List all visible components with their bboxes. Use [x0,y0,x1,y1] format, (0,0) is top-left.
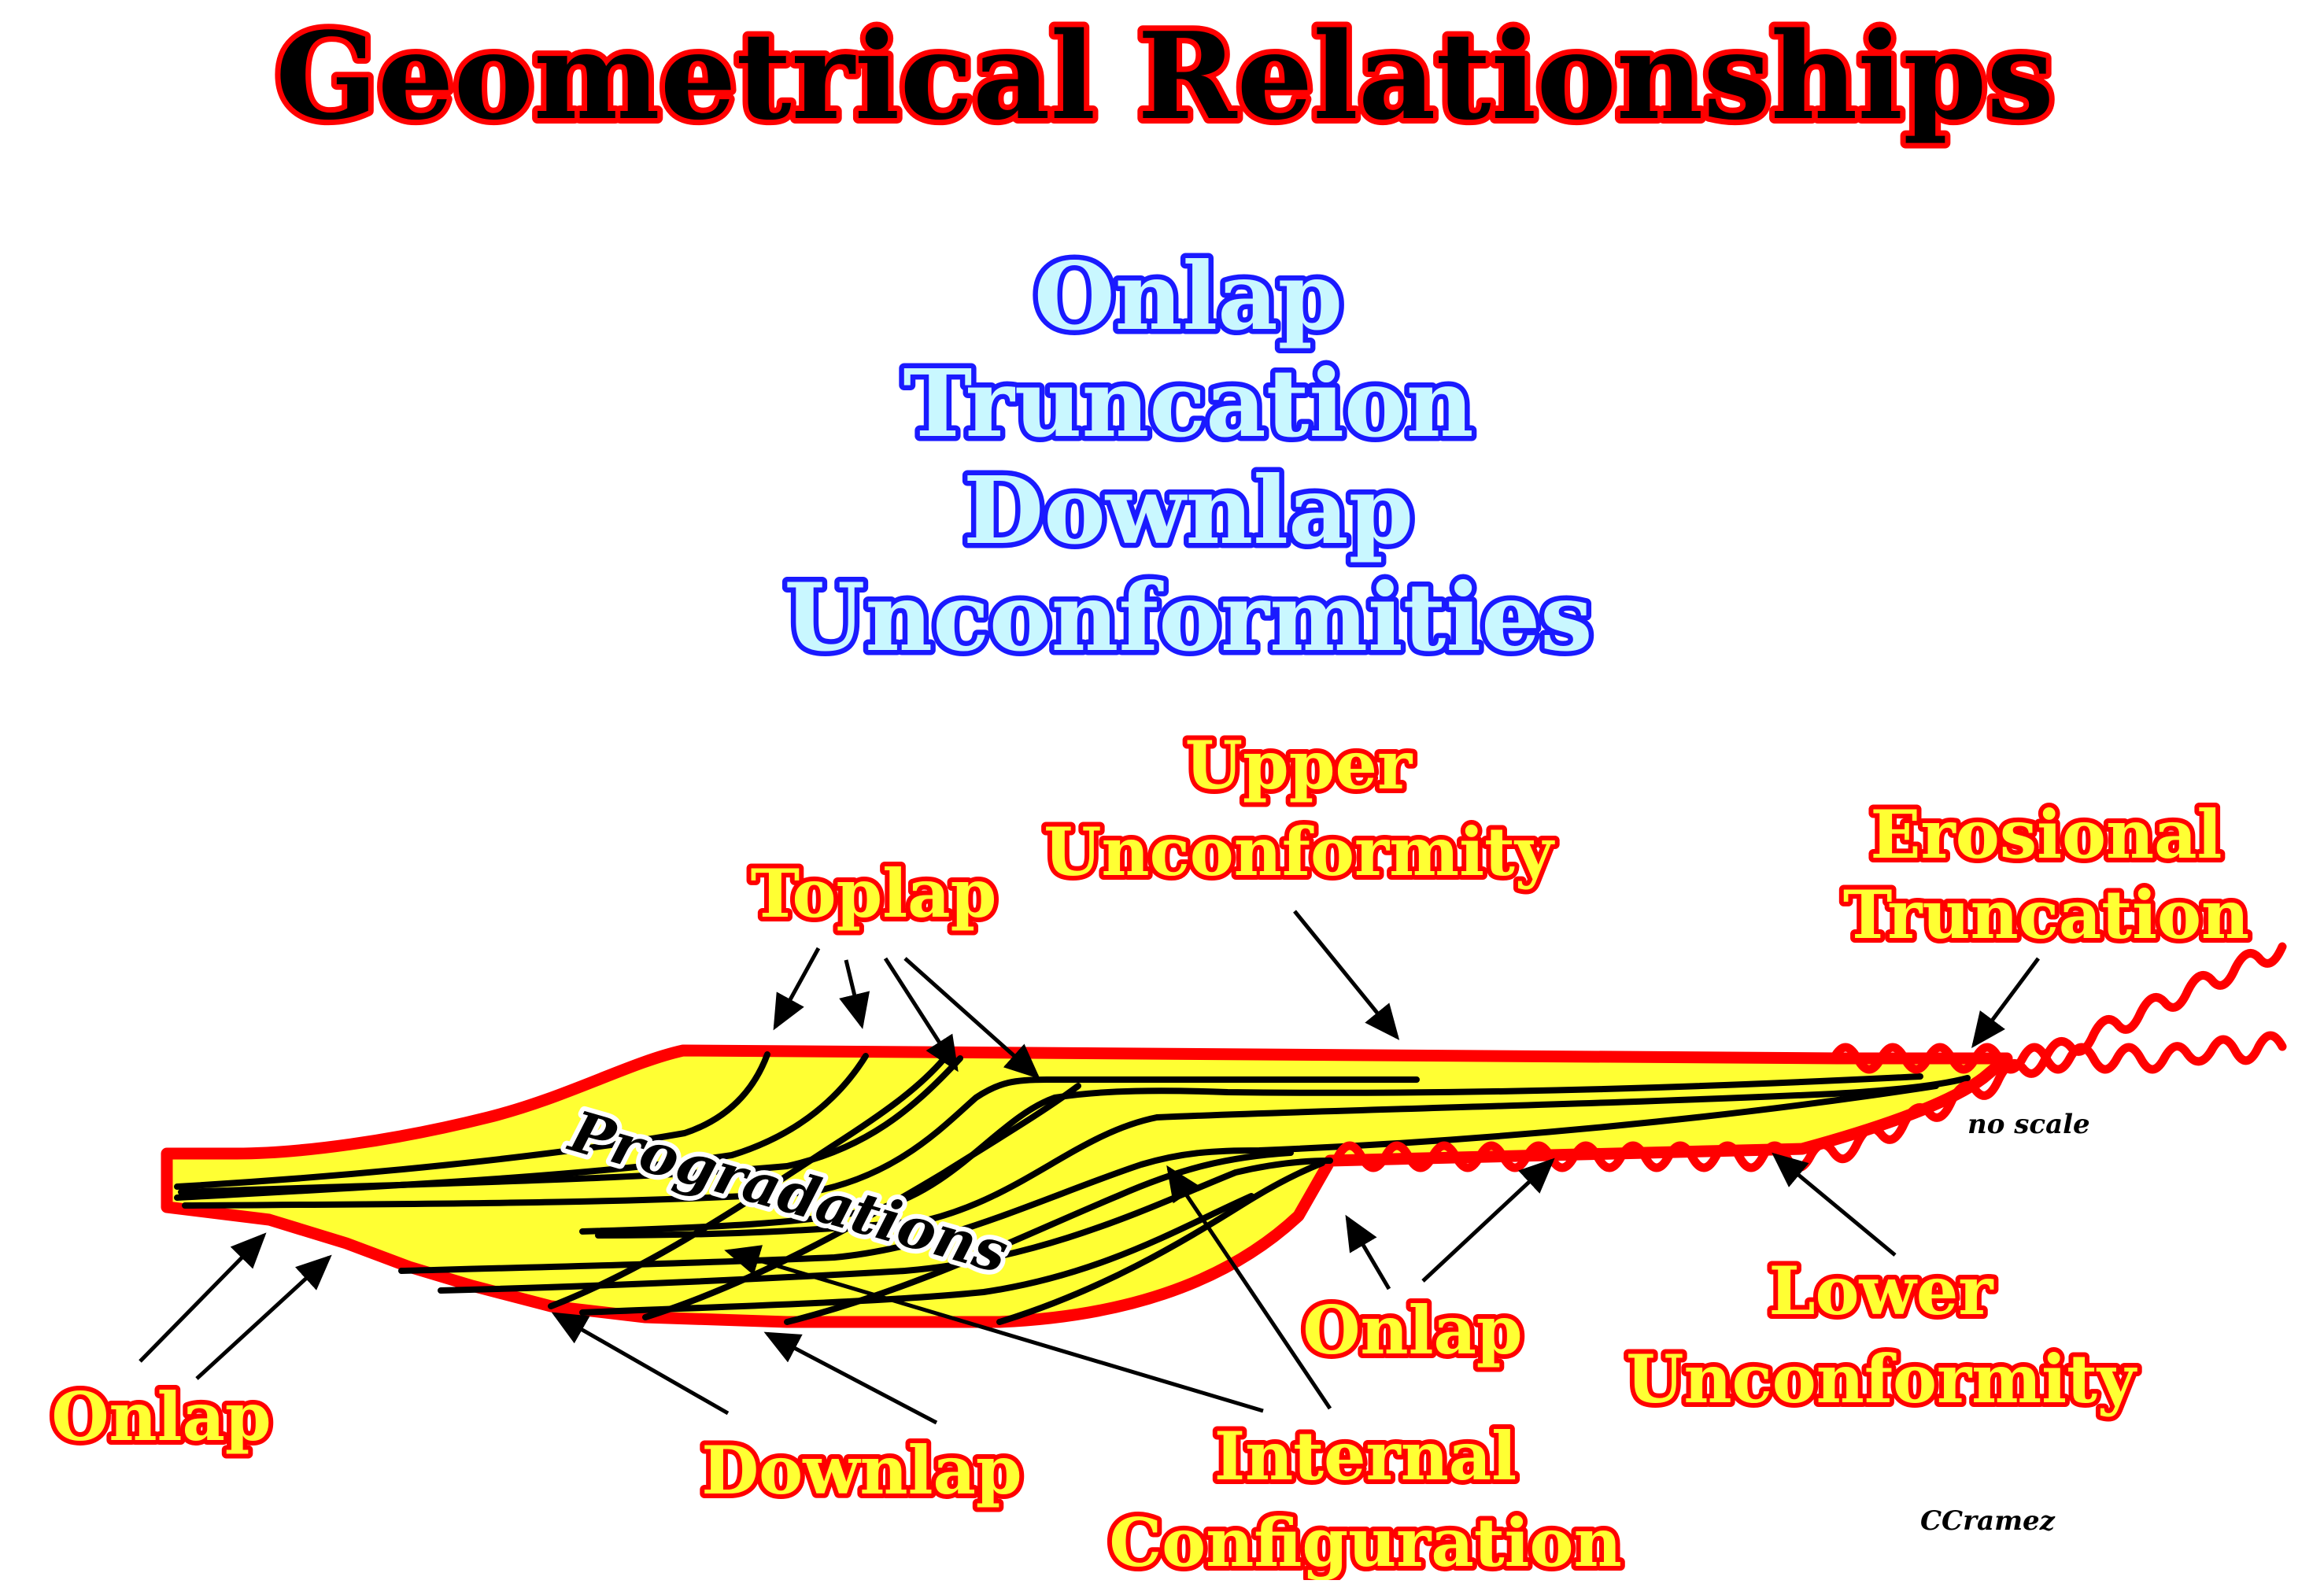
bed-line-1 [174,1051,770,1190]
internal-configuration-arrow-2 [1166,1165,1332,1410]
bed-line-13 [996,1160,1325,1325]
bed-line-7 [398,1083,1939,1274]
erosional-truncation-label-line1: Erosional [1871,796,2222,873]
bed-line-12 [784,1150,1294,1325]
topic-unconformities: Unconformities [784,563,1592,672]
toplap-label: Toplap [751,855,997,932]
erosional-truncation-wavy-line [1829,1031,2287,1074]
downlap-arrow-1 [551,1312,730,1416]
downlap-arrow-2 [763,1331,938,1425]
upper-unconformity-arrow [1293,910,1400,1040]
leader-arrows [139,910,2041,1425]
erosional-truncation-arrow [1971,957,2041,1049]
bed-line-5 [579,1073,1923,1235]
internal-configuration-arrow-1 [724,1245,1264,1413]
page-title: Geometrical Relationships [275,6,2054,146]
topic-truncation: Truncation [903,349,1473,458]
toplap-arrow-3 [883,957,959,1073]
credit-label: CCramez [1920,1505,2056,1537]
bed-line-8 [438,1158,1333,1294]
bed-line-10 [548,1055,948,1309]
lower-unconformity-arrow [1772,1152,1897,1257]
onlap-right-label: Onlap [1302,1291,1522,1369]
internal-configuration-label-line2: Configuration [1109,1504,1621,1580]
bed-line-4 [182,1076,1420,1209]
upper-unconformity-label-line1: Upper [1185,726,1413,804]
topic-downlap: Downlap [963,456,1413,565]
toplap-arrow-2 [839,959,870,1029]
lower-unconformity-label-line2: Unconformity [1626,1340,2137,1418]
upper-unconformity-label-line2: Unconformity [1044,813,1555,891]
no-scale-label: no scale [1967,1109,2090,1140]
onlap-right-arrow-1 [1345,1214,1391,1290]
onlap-left-label: Onlap [51,1378,271,1456]
internal-bedding [174,1051,1971,1325]
downlap-label: Downlap [701,1431,1022,1509]
bed-line-9 [579,1193,1254,1316]
onlap-right-arrow-2 [1421,1158,1555,1283]
toplap-arrow-4 [903,957,1040,1080]
erosional-truncation-label-line2: Truncation [1843,876,2249,954]
bed-line-3 [178,1055,963,1195]
onlap-left-arrow-1 [139,1232,267,1363]
toplap-arrow-1 [773,947,821,1031]
onlap-left-arrow-2 [195,1254,332,1380]
internal-configuration-label-line1: Internal [1214,1417,1517,1495]
lower-unconformity-wavy-line [1333,942,2287,1172]
bed-line-11 [642,1083,1081,1320]
topic-onlap: Onlap [1034,242,1343,351]
lower-unconformity-label-line1: Lower [1768,1252,1994,1330]
